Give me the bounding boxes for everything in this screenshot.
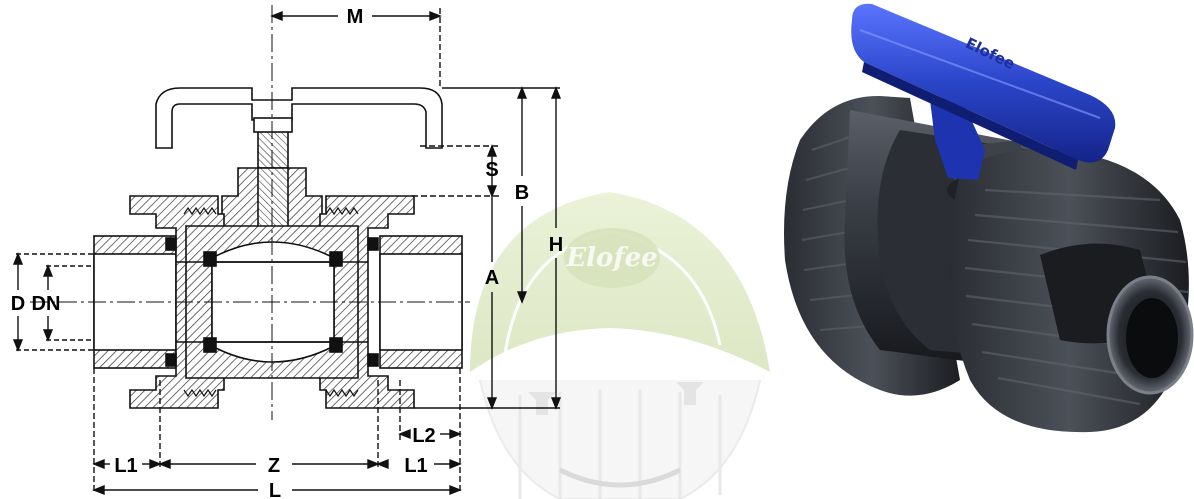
dim-label-a: A	[485, 267, 499, 289]
dim-label-h: H	[549, 234, 563, 256]
t-handle	[155, 87, 443, 149]
dim-label-l1-right: L1	[404, 455, 427, 477]
dim-label-dn: DN	[32, 293, 61, 315]
dim-label-m: M	[347, 6, 364, 28]
dim-label-d: D	[11, 293, 25, 315]
dim-label-b: B	[515, 182, 529, 204]
technical-drawing	[30, 5, 470, 420]
valve-3d-render	[784, 3, 1194, 433]
watermark-logo-text: Elofee	[565, 243, 657, 273]
dim-label-l1-left: L1	[114, 455, 137, 477]
dimension-lines	[12, 8, 562, 496]
dim-label-l: L	[269, 480, 281, 499]
dim-label-l2: L2	[412, 425, 435, 447]
dim-label-z: Z	[268, 455, 280, 477]
watermark-mascot	[470, 192, 770, 499]
dim-label-s: S	[485, 159, 498, 181]
render-blue-handle	[851, 3, 1116, 180]
